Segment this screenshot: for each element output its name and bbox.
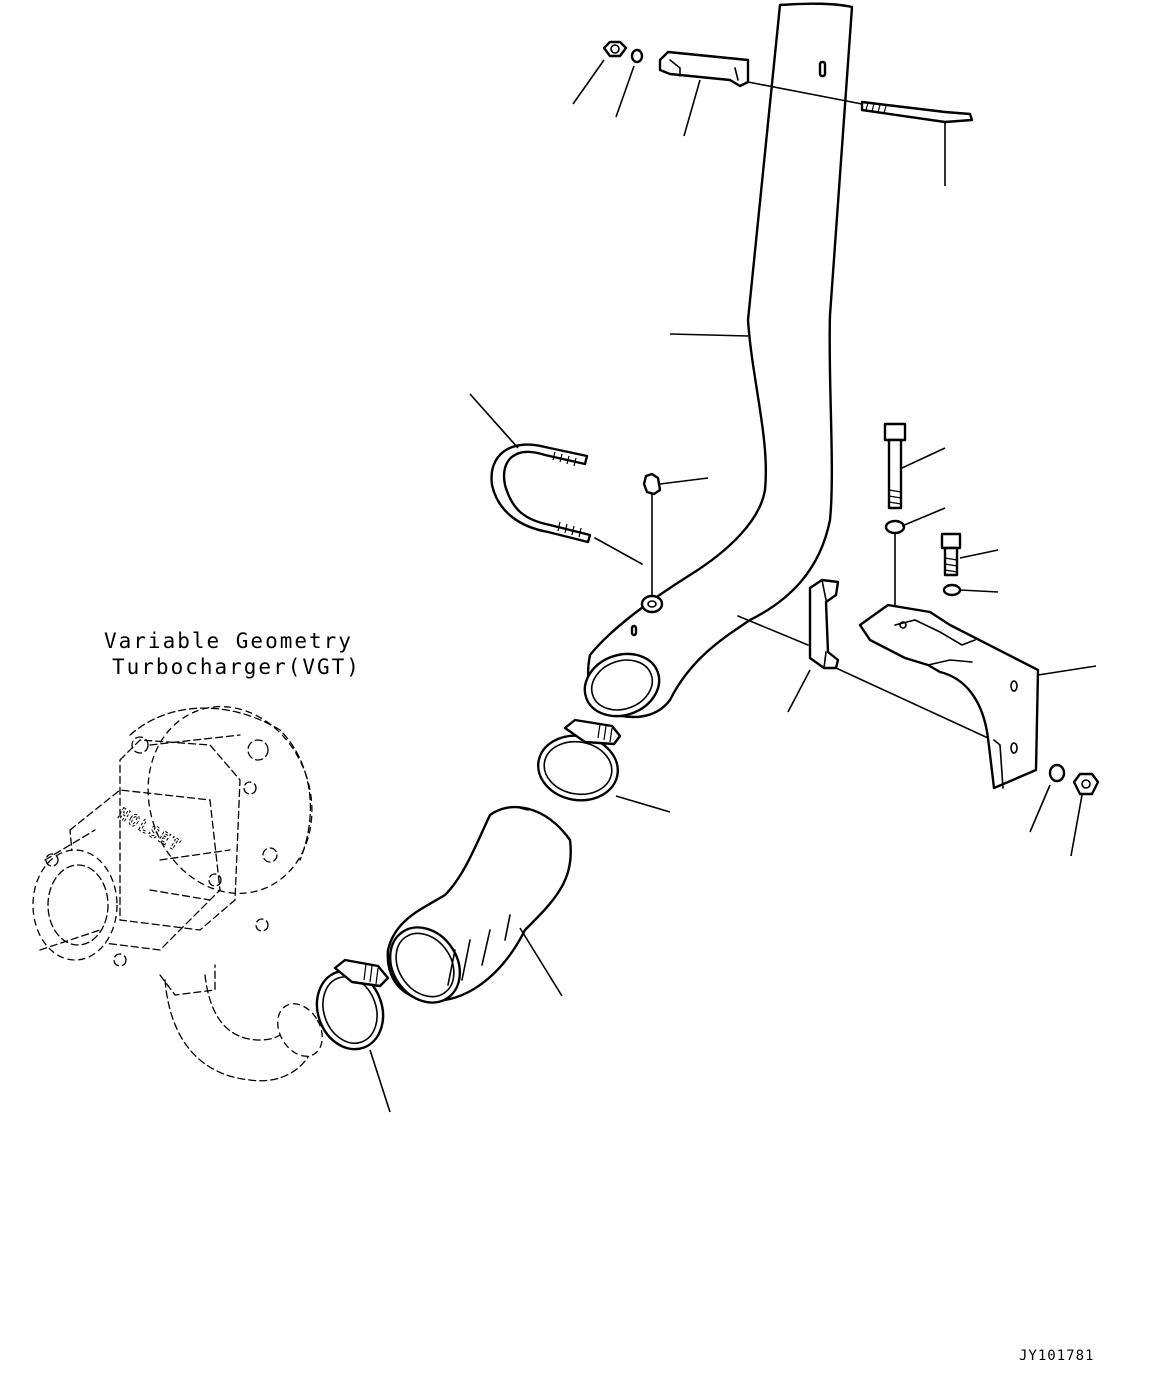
lower-hose-clamp — [315, 958, 390, 1051]
leader-lines — [369, 59, 1097, 1113]
mounting-bracket — [858, 603, 1040, 790]
rubber-hose — [386, 805, 572, 1004]
long-bolt — [883, 422, 907, 510]
short-bolt — [940, 532, 962, 577]
spacer-clip — [808, 578, 840, 670]
u-bolt — [490, 443, 592, 544]
long-bolt-washer — [884, 519, 906, 535]
drawing-code: JY101781 — [1019, 1348, 1094, 1364]
bracket-nut — [1072, 772, 1100, 796]
grease-fitting — [642, 472, 662, 496]
top-washer — [630, 48, 644, 64]
upper-hose-clamp — [537, 718, 622, 802]
turbo-label-line2: Turbocharger(VGT) — [112, 655, 361, 679]
turbocharger-outline: HOLSET — [32, 705, 323, 1082]
top-nut — [602, 40, 628, 58]
top-threaded-rod — [860, 100, 974, 124]
top-clip-bracket — [658, 50, 750, 88]
main-air-pipe — [583, 2, 854, 719]
turbo-label-line1: Variable Geometry — [104, 629, 353, 653]
bracket-washer — [1048, 763, 1066, 783]
short-bolt-washer — [942, 583, 962, 597]
